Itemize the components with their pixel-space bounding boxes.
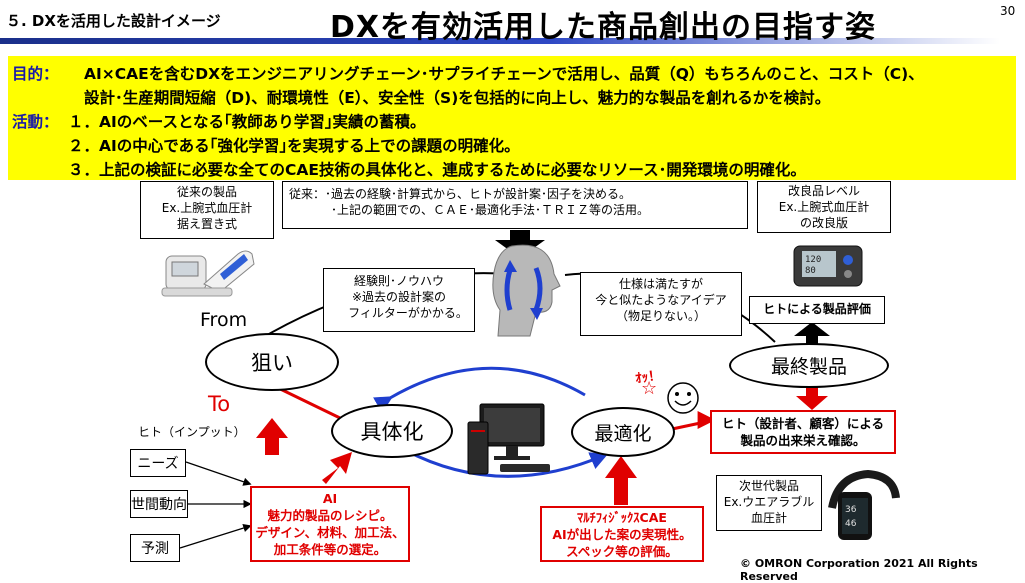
conventional-method-line-1: 従来：･過去の経験･計算式から、ヒトが設計案･因子を決める。 xyxy=(289,187,632,201)
improved-product-box: 改良品レベル Ex.上腕式血圧計 の改良版 xyxy=(757,181,891,233)
improved-product-line-3: の改良版 xyxy=(799,216,848,230)
copyright: © OMRON Corporation 2021 All Rights Rese… xyxy=(740,557,978,583)
ai-box-line-3: 加工条件等の選定。 xyxy=(273,542,387,557)
spec-line-3: （物足りない。） xyxy=(615,309,706,323)
activity-item-2: ２．AIの中心である｢強化学習｣を実現する上での課題の明確化。 xyxy=(68,137,520,155)
red-arrow-aim-up xyxy=(256,418,288,455)
node-aim: 狙い xyxy=(205,333,339,391)
experience-box: 経験則･ノウハウ ※過去の設計案の フィルターがかかる。 xyxy=(323,268,475,332)
experience-line-1: 経験則･ノウハウ xyxy=(353,274,444,288)
improved-product-line-2: Ex.上腕式血圧計 xyxy=(778,200,870,214)
ai-box-line-1: 魅力的製品のレシピ。 xyxy=(267,508,393,523)
next-product-line-3: 血圧計 xyxy=(750,511,787,525)
conventional-product-box: 従来の製品 Ex.上腕式血圧計 据え置き式 xyxy=(140,181,274,239)
forecast-connector xyxy=(179,524,252,549)
node-optimize: 最適化 xyxy=(571,407,675,457)
input-forecast: 予測 xyxy=(130,534,180,562)
purpose-label: 目的： xyxy=(12,65,59,83)
title-bar xyxy=(0,38,1000,44)
blood-pressure-monitor-icon xyxy=(161,250,255,297)
svg-text:46: 46 xyxy=(845,519,857,529)
wearable-band-icon: 36 46 xyxy=(828,469,900,540)
experience-line-2: ※過去の設計案の xyxy=(351,290,447,304)
cae-box-line-1: AIが出した案の実現性。 xyxy=(552,527,692,542)
svg-text:36: 36 xyxy=(845,505,857,515)
next-product-line-2: Ex.ウエアラブル xyxy=(723,495,815,509)
purpose-line-1: AI×CAEを含むDXをエンジニアリングチェーン･サプライチェーンで活用し、品質… xyxy=(84,65,924,83)
cycle-arrow-bottom xyxy=(404,448,609,478)
smiley-icon xyxy=(667,382,699,414)
activity-label: 活動： xyxy=(12,113,59,131)
cae-box-line-2: スペック等の評価。 xyxy=(566,544,678,559)
section-label: ５. DXを活用した設計イメージ xyxy=(6,12,221,30)
node-concretize: 具体化 xyxy=(331,404,453,458)
experience-line-3: フィルターがかかる。 xyxy=(348,306,468,320)
activity-item-3: ３．上記の検証に必要な全てのCAE技術の具体化と、連成するために必要なリソース･… xyxy=(68,161,806,179)
svg-text:120: 120 xyxy=(805,255,821,265)
needs-connector xyxy=(185,461,252,486)
ai-box-line-2: デザイン、材料、加工法、 xyxy=(255,525,405,540)
star-icon: ☆ xyxy=(641,378,658,399)
conventional-product-line-3: 据え置き式 xyxy=(176,217,237,231)
ai-box: AI 魅力的製品のレシピ。 デザイン、材料、加工法、 加工条件等の選定。 xyxy=(250,486,410,562)
improved-product-line-1: 改良品レベル xyxy=(787,184,860,198)
purpose-line-2: 設計･生産期間短縮（D)、耐環境性（E）、安全性（S)を包括的に向上し、魅力的な… xyxy=(84,89,831,107)
conventional-product-line-2: Ex.上腕式血圧計 xyxy=(161,201,253,215)
input-trend: 世間動向 xyxy=(130,490,188,518)
desktop-computer-icon xyxy=(467,403,550,475)
next-product-line-1: 次世代製品 xyxy=(738,479,799,493)
human-check-line-1: ヒト（設計者、顧客）による xyxy=(721,416,885,431)
node-aim-label: 狙い xyxy=(251,351,293,375)
human-eval-box: ヒトによる製品評価 xyxy=(749,296,885,324)
input-needs: ニーズ xyxy=(130,449,186,477)
page-title: DXを有効活用した商品創出の目指す姿 xyxy=(330,10,877,45)
next-product-box: 次世代製品 Ex.ウエアラブル 血圧計 xyxy=(716,475,822,531)
cycle-arrow-top xyxy=(373,366,586,414)
summary-box: 目的： AI×CAEを含むDXをエンジニアリングチェーン･サプライチェーンで活用… xyxy=(8,56,1016,180)
spec-line-2: 今と似たようなアイデア xyxy=(595,293,727,307)
node-optimize-label: 最適化 xyxy=(594,422,652,445)
red-arrow-concretize xyxy=(322,452,352,484)
red-arrow-optimize-up xyxy=(605,456,637,505)
activity-item-1: １．AIのベースとなる｢教師あり学習｣実績の蓄積。 xyxy=(68,113,426,131)
spec-box: 仕様は満たすが 今と似たようなアイデア （物足りない。） xyxy=(580,272,742,336)
improved-monitor-icon: 120 80 xyxy=(793,245,863,287)
conventional-method-line-2: ･上記の範囲での、ＣＡＥ･最適化手法･ＴＲＩＺ等の活用。 xyxy=(331,203,650,217)
up-block-arrow xyxy=(794,322,830,345)
node-final-label: 最終製品 xyxy=(770,356,847,378)
node-concretize-label: 具体化 xyxy=(360,420,424,444)
page-number: 30 xyxy=(1000,4,1016,18)
input-label: ヒト（インプット） xyxy=(138,425,246,439)
svg-text:80: 80 xyxy=(805,266,816,276)
red-arrow-final-down xyxy=(796,386,828,410)
spec-line-1: 仕様は満たすが xyxy=(618,277,703,291)
cae-box-title: ﾏﾙﾁﾌｨｼﾞｯｸｽCAE xyxy=(577,510,667,525)
ai-box-title: AI xyxy=(322,491,338,506)
conventional-method-box: 従来：･過去の経験･計算式から、ヒトが設計案･因子を決める。 ･上記の範囲での、… xyxy=(282,181,748,229)
node-final-product: 最終製品 xyxy=(729,343,889,388)
from-label: From xyxy=(200,309,248,331)
human-check-box: ヒト（設計者、顧客）による 製品の出来栄え確認。 xyxy=(710,410,896,454)
head-profile-icon xyxy=(492,244,561,337)
human-check-line-2: 製品の出来栄え確認。 xyxy=(740,433,866,448)
cae-box: ﾏﾙﾁﾌｨｼﾞｯｸｽCAE AIが出した案の実現性。 スペック等の評価。 xyxy=(540,506,704,562)
conventional-product-line-1: 従来の製品 xyxy=(176,185,237,199)
down-block-arrow xyxy=(495,230,545,258)
to-label: To xyxy=(208,392,231,416)
